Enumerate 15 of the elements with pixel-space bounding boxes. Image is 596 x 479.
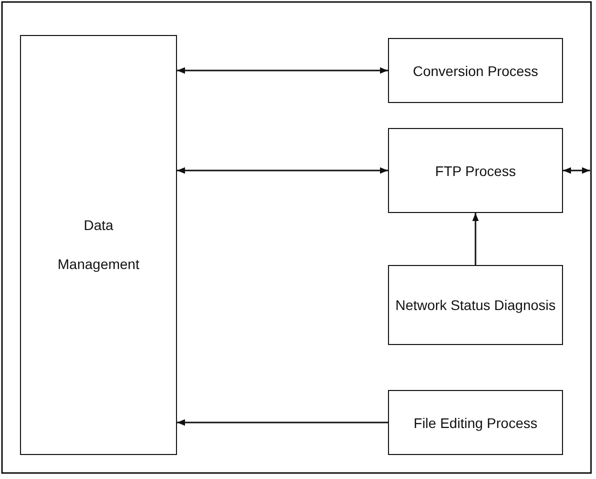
arrow bbox=[472, 213, 479, 265]
process-box bbox=[388, 390, 563, 455]
arrow bbox=[177, 419, 388, 426]
box-label: Data Management bbox=[58, 216, 140, 274]
arrow bbox=[563, 167, 590, 174]
box-label: Network Status Diagnosis bbox=[395, 297, 556, 313]
box-label: Conversion Process bbox=[412, 62, 538, 78]
process-box bbox=[388, 128, 563, 213]
box-label: File Editing Process bbox=[414, 414, 538, 430]
box-label: FTP Process bbox=[435, 162, 516, 178]
process-box bbox=[388, 38, 563, 103]
arrow bbox=[177, 67, 388, 74]
process-box bbox=[20, 35, 177, 455]
process-box bbox=[388, 265, 563, 345]
arrow bbox=[177, 167, 388, 174]
